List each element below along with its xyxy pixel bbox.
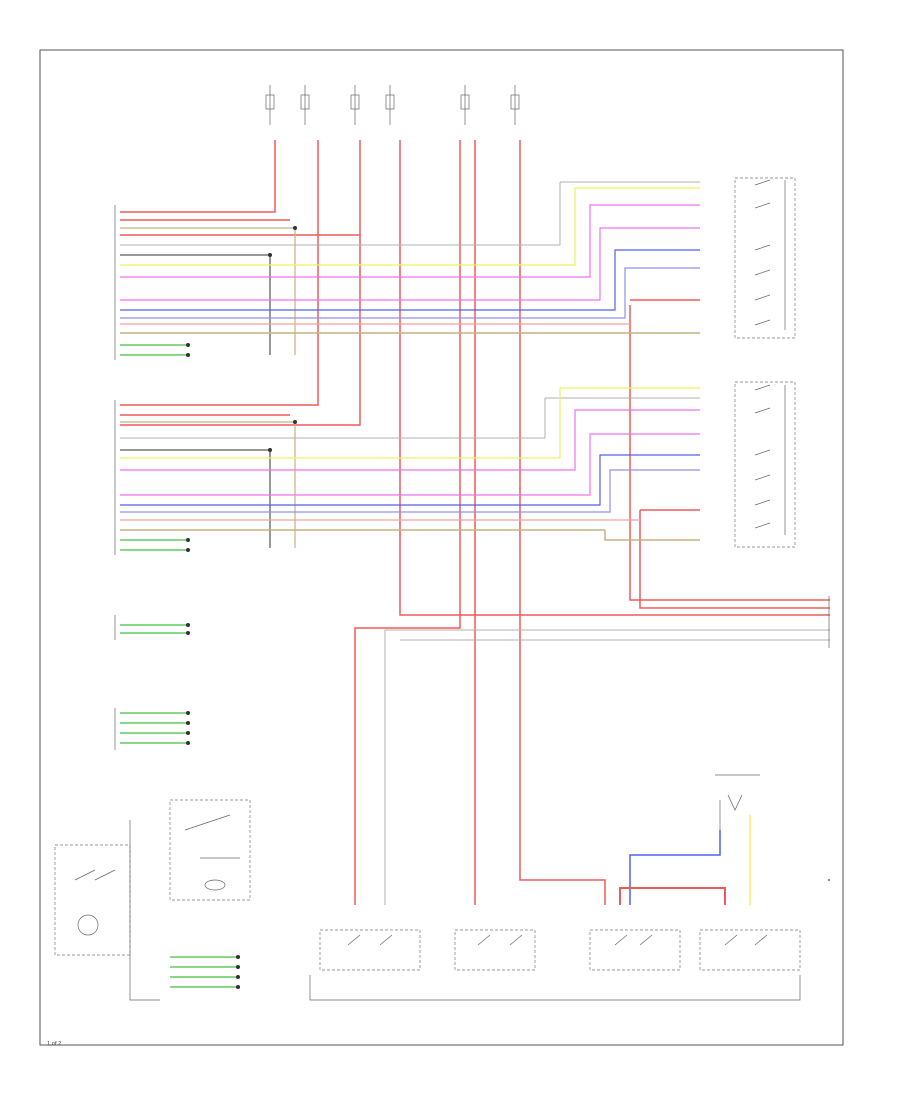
splice-dot-icon (268, 448, 272, 452)
fuse-icon (510, 85, 520, 125)
splice-dot-icon (186, 353, 190, 357)
splice-dot-icon (186, 731, 190, 735)
splice-dot-icon (293, 420, 297, 424)
splice-dot-icon (186, 741, 190, 745)
lamp-assembly (619, 774, 760, 905)
splice-dot-icon (186, 623, 190, 627)
splice-dot-icon (236, 965, 240, 969)
fuse-group-top (265, 85, 520, 125)
fuse-icon (265, 85, 275, 125)
splice-dot-icon (186, 538, 190, 542)
splice-dot-icon (186, 548, 190, 552)
left-front-door-switch (734, 177, 796, 339)
ground-icon (828, 596, 830, 881)
diagram-page-code: 1 of 2 (47, 1041, 62, 1047)
diagram-frame (39, 49, 844, 1046)
switch-icon (727, 794, 743, 811)
right-front-door-bundle (120, 387, 700, 552)
left-front-door-bundle (120, 181, 700, 357)
switch-assembly-center (169, 799, 251, 901)
splice-dot-icon (293, 226, 297, 230)
bottom-relay-modules (309, 929, 801, 1001)
splice-dot-icon (186, 631, 190, 635)
motor-icon (204, 879, 226, 891)
splice-dot-icon (236, 975, 240, 979)
splice-dot-icon (186, 343, 190, 347)
right-front-door-switch (734, 381, 796, 548)
splice-dot-icon (186, 721, 190, 725)
fuse-icon (350, 85, 360, 125)
splice-dot-icon (236, 985, 240, 989)
fuse-icon (300, 85, 310, 125)
splice-dot-icon (236, 955, 240, 959)
splice-dot-icon (268, 253, 272, 257)
fuse-icon (460, 85, 470, 125)
feed-wires (120, 140, 830, 905)
switch-assembly-left (54, 820, 160, 1001)
fuse-icon (385, 85, 395, 125)
splice-dot-icon (186, 711, 190, 715)
green-stub-wires (120, 623, 240, 989)
motor-icon (77, 914, 99, 936)
